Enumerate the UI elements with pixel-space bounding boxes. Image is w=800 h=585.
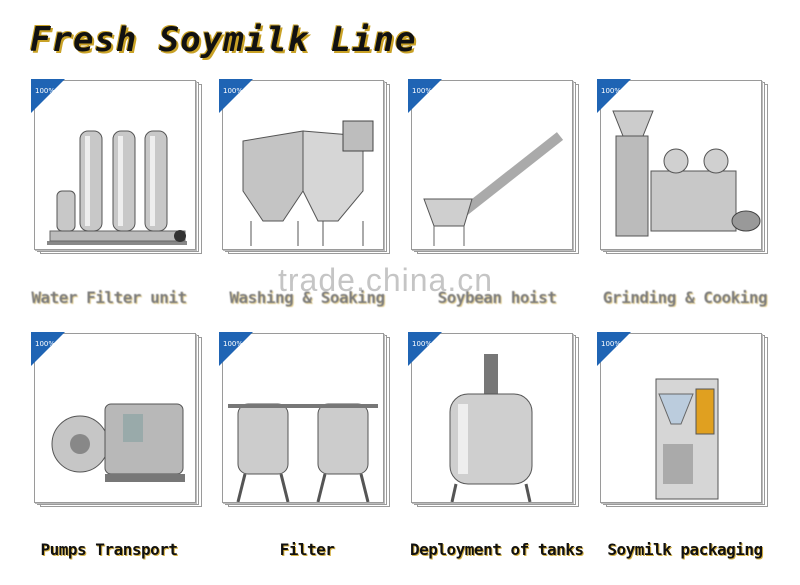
svg-text:100%: 100% [412, 87, 432, 95]
item-label: Deployment of tanks [410, 540, 584, 559]
watermark: trade.china.cn [278, 262, 494, 298]
svg-text:100%: 100% [412, 340, 432, 348]
grinding-cooking-image [612, 110, 761, 237]
svg-text:100%: 100% [35, 87, 55, 95]
water-filter-image [47, 130, 187, 245]
product-card-filter[interactable]: 100% [219, 332, 390, 507]
item-label: Washing & Soaking [229, 288, 385, 307]
svg-text:100%: 100% [601, 87, 621, 95]
product-card-water-filter[interactable]: 100% [31, 79, 202, 254]
tank-image [449, 354, 533, 502]
product-card-washing[interactable]: 100% [219, 79, 390, 254]
filter-image [228, 403, 378, 502]
packaging-machine-image [655, 378, 719, 500]
product-card-tanks[interactable]: 100% [408, 332, 579, 507]
watermark-band [0, 258, 800, 284]
product-card-pumps[interactable]: 100% [31, 332, 202, 507]
product-card-soybean-hoist[interactable]: 100% [408, 79, 579, 254]
svg-text:100%: 100% [223, 87, 243, 95]
page-title: Fresh Soymilk Line [30, 20, 417, 60]
badge-icon: 100% [31, 332, 65, 366]
item-label: Filter [279, 540, 335, 559]
product-card-packaging[interactable]: 100% [597, 332, 768, 507]
item-label: Soybean hoist [437, 288, 557, 307]
badge-icon: 100% [408, 79, 442, 113]
soybean-hoist-image [423, 132, 564, 246]
item-label: Pumps Transport [40, 540, 179, 559]
washing-soaking-image [242, 120, 374, 246]
badge-icon: 100% [597, 79, 631, 113]
product-card-grinding[interactable]: 100% [597, 79, 768, 254]
badge-icon: 100% [408, 332, 442, 366]
svg-text:100%: 100% [601, 340, 621, 348]
badge-icon: 100% [31, 79, 65, 113]
pump-image [51, 403, 185, 482]
item-label: Soymilk packaging [607, 540, 763, 559]
svg-text:100%: 100% [35, 340, 55, 348]
badge-icon: 100% [219, 79, 253, 113]
item-label: Water Filter unit [31, 288, 187, 307]
badge-icon: 100% [219, 332, 253, 366]
badge-icon: 100% [597, 332, 631, 366]
svg-text:100%: 100% [223, 340, 243, 348]
item-label: Grinding & Cooking [602, 288, 768, 307]
